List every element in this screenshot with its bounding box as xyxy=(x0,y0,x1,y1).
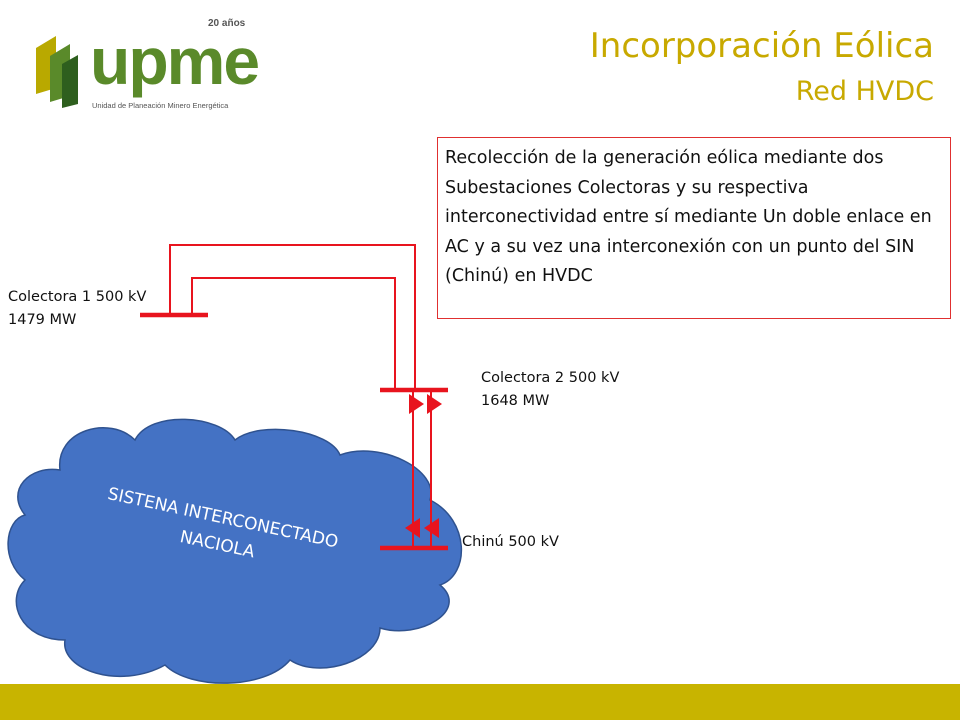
ac-link-2 xyxy=(191,277,396,390)
colectora2-name: Colectora 2 500 kV xyxy=(481,370,620,386)
anniversary-badge: 20 años xyxy=(208,18,246,29)
colectora2-label: Colectora 2 500 kV 1648 MW xyxy=(481,367,619,413)
footer-bar xyxy=(0,684,960,720)
colectora1-name: Colectora 1 500 kV xyxy=(8,289,147,305)
description-box: Recolección de la generación eólica medi… xyxy=(437,137,951,319)
upme-logo-mark xyxy=(36,36,78,108)
sin-cloud xyxy=(7,418,462,684)
colectora1-label: Colectora 1 500 kV 1479 MW xyxy=(8,286,146,332)
slide-subtitle: Red HVDC xyxy=(795,76,934,107)
chinu-label: Chinú 500 kV xyxy=(462,531,559,554)
upme-tagline: Unidad de Planeación Minero Energética xyxy=(92,101,229,110)
ac-link-1 xyxy=(169,244,416,390)
converter-arrow-icon xyxy=(427,394,442,414)
chinu-name: Chinú 500 kV xyxy=(462,534,559,550)
upme-wordmark: upme xyxy=(90,24,258,98)
slide-title: Incorporación Eólica xyxy=(589,26,934,66)
converter-arrow-icon xyxy=(405,518,420,538)
colectora1-power: 1479 MW xyxy=(8,312,77,328)
colectora2-power: 1648 MW xyxy=(481,393,550,409)
converter-arrow-icon xyxy=(409,394,424,414)
converter-arrow-icon xyxy=(424,518,439,538)
